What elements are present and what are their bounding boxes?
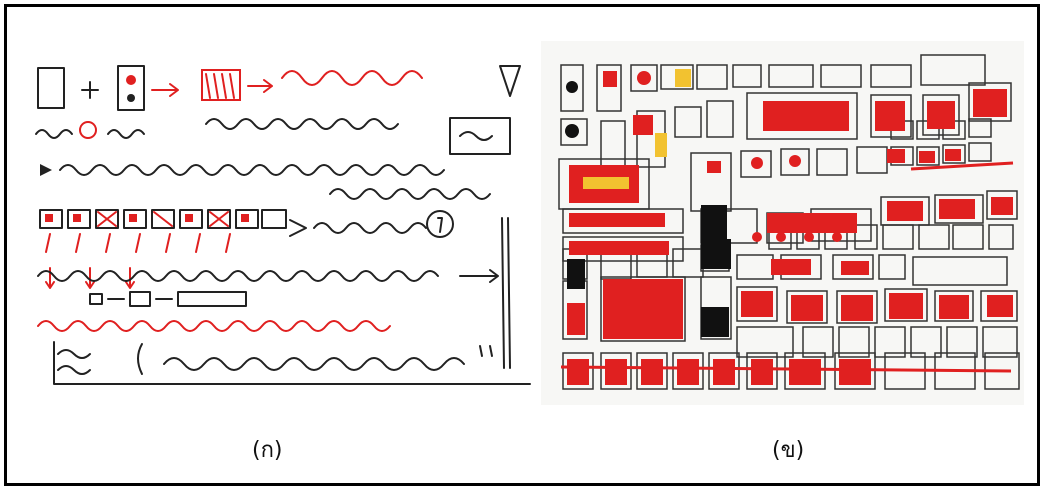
thumbnail-sketch-grid-drawing: [541, 41, 1024, 405]
caption-b: (ข): [772, 432, 804, 467]
sketch-notes-panel: [30, 38, 535, 400]
thumbnail-sketches-panel: [541, 41, 1024, 405]
handwritten-sketch-drawing: [30, 38, 535, 400]
thumbnail-frames-row: [40, 210, 510, 368]
caption-a: (ก): [252, 432, 283, 467]
